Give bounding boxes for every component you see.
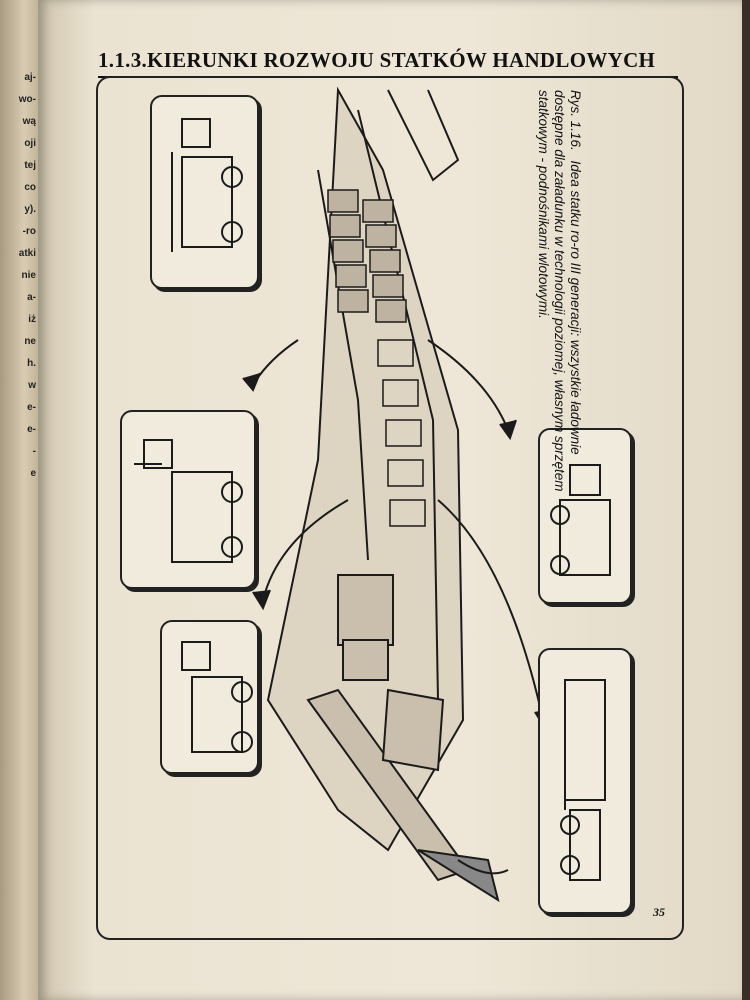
left-page-text-fragment: h. [27,358,36,369]
left-page-text-fragment: oji [24,138,36,149]
left-page-text-fragment: wo- [19,94,36,105]
forklift-truck-icon [152,97,257,287]
forklift-truck-left-bottom [160,620,259,774]
forklift-truck-icon [162,622,257,772]
book-page: 1.1.3.KIERUNKI ROZWOJU STATKÓW HANDLOWYC… [38,0,742,1000]
left-page-text-fragment: tej [24,160,36,171]
left-page-text-fragment: a- [27,292,36,303]
left-page-text-fragment: aj- [24,72,36,83]
left-page-text-fragment: nie [22,270,36,281]
caption-label: Rys. 1.16. [568,90,583,151]
left-page-text-fragment: y). [24,204,36,215]
trailer-truck-icon [540,650,630,912]
forklift-truck-left-top [150,95,259,289]
figure-caption: Rys. 1.16. Idea statku ro-ro III generac… [483,90,583,500]
left-page-text-fragment: iż [28,314,36,325]
left-page-text-fragment: co [24,182,36,193]
left-page-text-fragment: w [28,380,36,391]
left-page-text-fragment: wą [23,116,36,127]
left-page-text-fragment: -ro [23,226,36,237]
left-page-text-fragment: ne [24,336,36,347]
left-page-text-fragment: atki [19,248,36,259]
forklift-truck-left-middle [120,410,256,589]
left-page-text-fragment: e [30,468,36,479]
left-page-text-fragment: e- [27,424,36,435]
left-page-text-fragment: - [33,446,36,457]
page-number: 35 [653,905,665,920]
trailer-truck-right [538,648,632,914]
left-page-text-fragment: e- [27,402,36,413]
forklift-truck-icon [122,412,254,587]
